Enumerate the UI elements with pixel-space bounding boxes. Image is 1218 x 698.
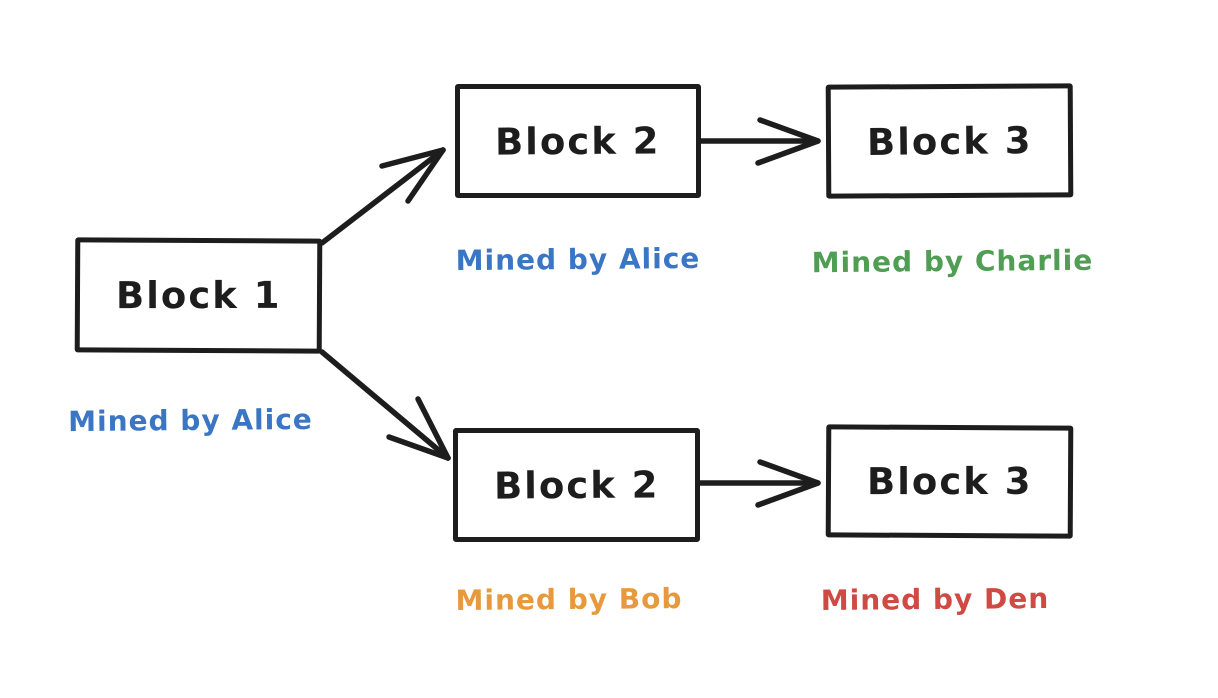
arrow-block2-top-to-block3-top [697, 117, 821, 166]
node-block2-top-label: Block 2 [495, 118, 661, 164]
node-block3-bottom-label: Block 3 [866, 459, 1033, 504]
arrow-block1-to-block2-top [319, 147, 446, 246]
miner-label-block2-bottom: Mined by Bob [455, 582, 683, 617]
node-block2-top: Block 2 [455, 84, 701, 198]
node-block3-top-label: Block 3 [866, 118, 1033, 164]
node-block2-bottom-label: Block 2 [493, 462, 660, 508]
miner-label-block3-top: Mined by Charlie [811, 243, 1094, 280]
node-block3-bottom: Block 3 [825, 424, 1074, 539]
arrow-block1-to-block2-bottom [319, 349, 451, 461]
arrow-block2-bottom-to-block3-bottom [697, 459, 821, 508]
miner-label-block3-bottom: Mined by Den [820, 582, 1050, 617]
miner-label-block1: Mined by Alice [68, 402, 313, 439]
node-block2-bottom: Block 2 [453, 428, 700, 542]
miner-label-block2-top: Mined by Alice [455, 241, 701, 278]
node-block1: Block 1 [74, 237, 323, 354]
node-block1-label: Block 1 [115, 273, 282, 318]
node-block3-top: Block 3 [825, 83, 1074, 199]
